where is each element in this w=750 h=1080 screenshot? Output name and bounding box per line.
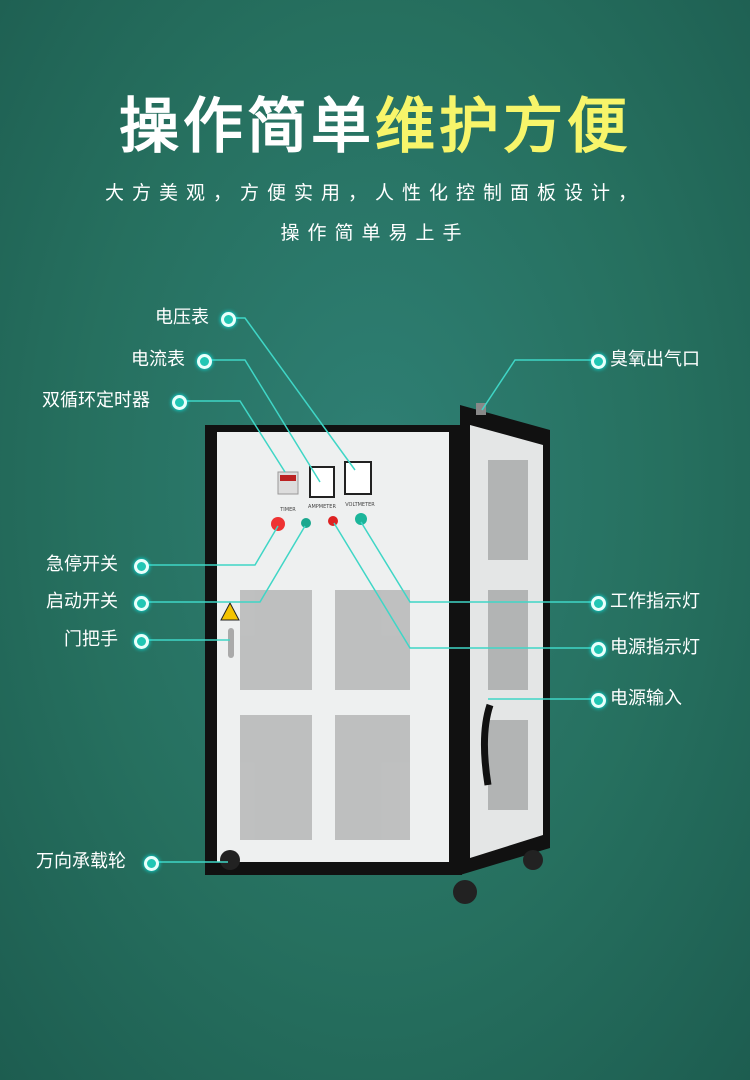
callout-voltmeter: 电压表	[155, 307, 209, 328]
subtitle-line2: 操作简单易上手	[280, 222, 470, 244]
callout-power-indicator: 电源指示灯	[610, 637, 700, 658]
timer-label: TIMER	[279, 507, 296, 513]
callout-dot	[134, 634, 149, 649]
callout-dot	[197, 354, 212, 369]
power-indicator-light	[328, 516, 338, 526]
callout-dot	[134, 596, 149, 611]
callout-door-handle: 门把手	[64, 629, 118, 650]
leader-lines	[146, 317, 597, 863]
voltmeter-label: VOLTMETER	[345, 502, 375, 508]
callout-timer: 双循环定时器	[42, 390, 150, 411]
power-cable	[480, 703, 494, 786]
callout-dot	[591, 642, 606, 657]
callout-power-input: 电源输入	[610, 688, 682, 709]
callout-dot	[591, 354, 606, 369]
ozone-outlet	[476, 403, 486, 415]
door-handle	[228, 628, 234, 658]
page-title: 操作简单维护方便	[0, 78, 750, 165]
callout-work-indicator: 工作指示灯	[610, 591, 700, 612]
callout-dot	[591, 693, 606, 708]
start-button	[301, 518, 311, 528]
callout-casters: 万向承载轮	[36, 851, 126, 872]
callout-ammeter: 电流表	[131, 349, 185, 370]
front-vents	[240, 590, 410, 840]
callout-dot	[134, 559, 149, 574]
side-vents	[488, 460, 528, 810]
work-indicator-light	[355, 513, 367, 525]
callout-dot	[221, 312, 236, 327]
ammeter-label: AMPMETER	[308, 504, 336, 510]
voltmeter-gauge	[344, 461, 372, 495]
callout-dot	[172, 395, 187, 410]
cabinet-side-panel	[470, 425, 543, 858]
callout-ozone-outlet: 臭氧出气口	[610, 349, 700, 370]
callout-dot	[591, 596, 606, 611]
callout-dot	[144, 856, 159, 871]
warning-icon	[220, 601, 240, 621]
title-white: 操作简单	[119, 92, 375, 162]
caster-wheels	[220, 850, 543, 904]
title-yellow: 维护方便	[375, 92, 631, 162]
callout-emergency-stop: 急停开关	[46, 554, 118, 575]
subtitle-line1: 大方美观，方便实用，人性化控制面板设计，	[104, 182, 645, 204]
cabinet-front-panel	[217, 432, 449, 862]
callout-start-switch: 启动开关	[46, 591, 118, 612]
emergency-stop-button	[271, 517, 285, 531]
